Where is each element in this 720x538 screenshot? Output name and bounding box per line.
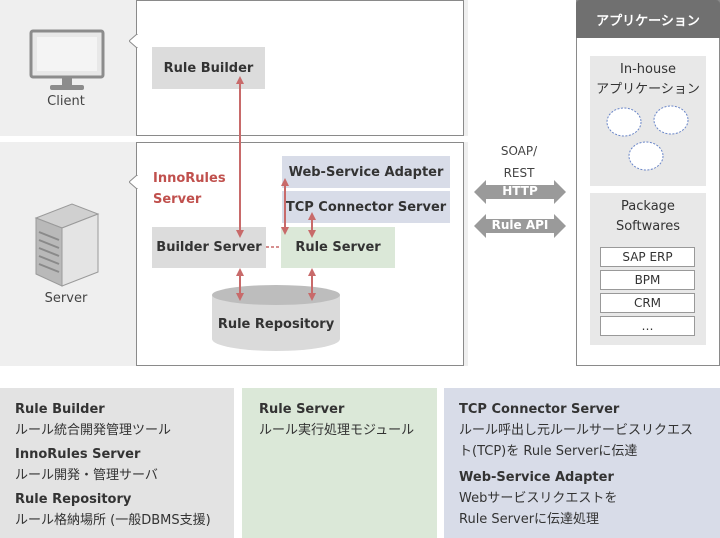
soap-line: SOAP/ [500,144,538,158]
legend-wsa-title: Web-Service Adapter [459,470,614,485]
innorules-line2: Server [153,192,202,207]
soap-rest-label: SOAP/ REST [490,140,548,184]
legend-tcp-title: TCP Connector Server [459,402,620,417]
rule-repository-label: Rule Repository [217,317,335,332]
legend-tcp-desc-2: ト(TCP)を Rule Serverに伝達 [459,444,638,459]
web-service-adapter-box: Web-Service Adapter [282,156,450,188]
package-item-more: … [600,316,695,336]
legend-rule-builder-desc: ルール統合開発管理ツール [15,423,172,438]
monitor-icon [29,29,105,90]
app-circle-1 [606,107,642,137]
package-item-crm: CRM [600,293,695,313]
legend-wsa-desc-1: Webサービスリクエストを [459,491,618,506]
innorules-line1: InnoRules [153,171,226,186]
legend-green: Rule Server ルール実行処理モジュール [242,388,437,538]
builder-server-box: Builder Server [152,227,266,268]
innorules-server-label: InnoRules Server [153,168,226,210]
legend-tcp-desc-1: ルール呼出し元ルールサービスリクエス [459,423,694,438]
server-tower-icon [34,203,100,287]
server-label: Server [44,291,88,306]
legend-rule-server-desc: ルール実行処理モジュール [259,423,415,438]
legend-innorules-desc: ルール開発・管理サーバ [15,468,158,483]
http-label: HTTP [502,184,538,198]
rest-line: REST [503,166,535,180]
package-item-bpm: BPM [600,270,695,290]
legend-rule-builder-title: Rule Builder [15,402,105,417]
package-line2: Softwares [615,219,681,234]
tcp-connector-box: TCP Connector Server [282,191,450,223]
package-line1: Package [621,199,675,214]
legend-rule-server-title: Rule Server [259,402,345,417]
legend-blue: TCP Connector Server ルール呼出し元ルールサービスリクエス … [444,388,720,538]
legend-wsa-desc-2: Rule Serverに伝達処理 [459,512,600,527]
inhouse-app-circles [606,105,689,171]
legend-innorules-title: InnoRules Server [15,447,141,462]
package-item-sap: SAP ERP [600,247,695,267]
inhouse-label: In-house アプリケーション [590,60,706,100]
connector-arrows [236,76,316,301]
legend-repository-desc: ルール格納場所 (一般DBMS支援) [15,513,211,528]
legend-gray: Rule Builder ルール統合開発管理ツール InnoRules Serv… [0,388,234,538]
rule-api-label: Rule API [491,218,549,232]
rule-builder-box: Rule Builder [152,47,265,89]
package-label: Package Softwares [590,197,706,237]
client-label: Client [47,94,85,109]
legend-repository-title: Rule Repository [15,492,132,507]
app-circle-2 [653,105,689,135]
rule-server-box: Rule Server [281,227,395,268]
inhouse-line2: アプリケーション [596,82,700,97]
applications-header: アプリケーション [576,0,720,38]
app-circle-3 [628,141,664,171]
inhouse-line1: In-house [620,62,676,77]
server-panel-pointer [129,175,138,189]
client-panel-pointer [129,34,138,48]
http-arrow [474,180,566,204]
rule-api-arrow [474,214,566,238]
